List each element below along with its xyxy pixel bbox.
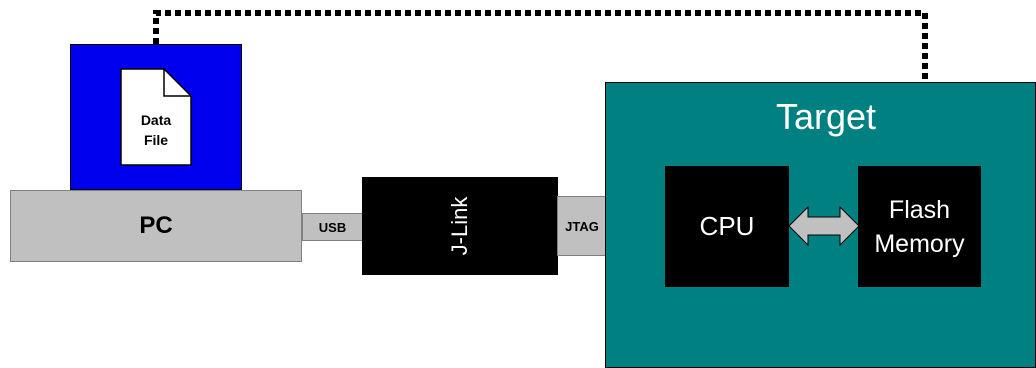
document-icon <box>120 68 192 166</box>
pc-box: PC <box>10 190 302 262</box>
target-label: Target <box>775 96 877 137</box>
usb-label: USB <box>318 219 347 235</box>
jtag-connector: JTAG <box>557 196 607 256</box>
jtag-label: JTAG <box>565 218 599 234</box>
flash-line2: Memory <box>874 229 965 258</box>
cpu-box: CPU <box>665 166 789 287</box>
cpu-label: CPU <box>699 211 755 241</box>
jlink-box <box>362 177 558 275</box>
data-file-label: Data File <box>120 110 192 150</box>
data-file-line2: File <box>143 132 169 148</box>
flash-line1: Flash <box>888 195 951 224</box>
double-arrow-icon <box>788 206 860 246</box>
jlink-label: J-Link <box>447 196 472 256</box>
pc-label: PC <box>139 212 173 239</box>
data-file-line1: Data <box>140 112 172 128</box>
flash-memory-box: Flash Memory <box>858 166 981 287</box>
dotted-path <box>153 10 928 142</box>
usb-connector: USB <box>302 213 363 241</box>
